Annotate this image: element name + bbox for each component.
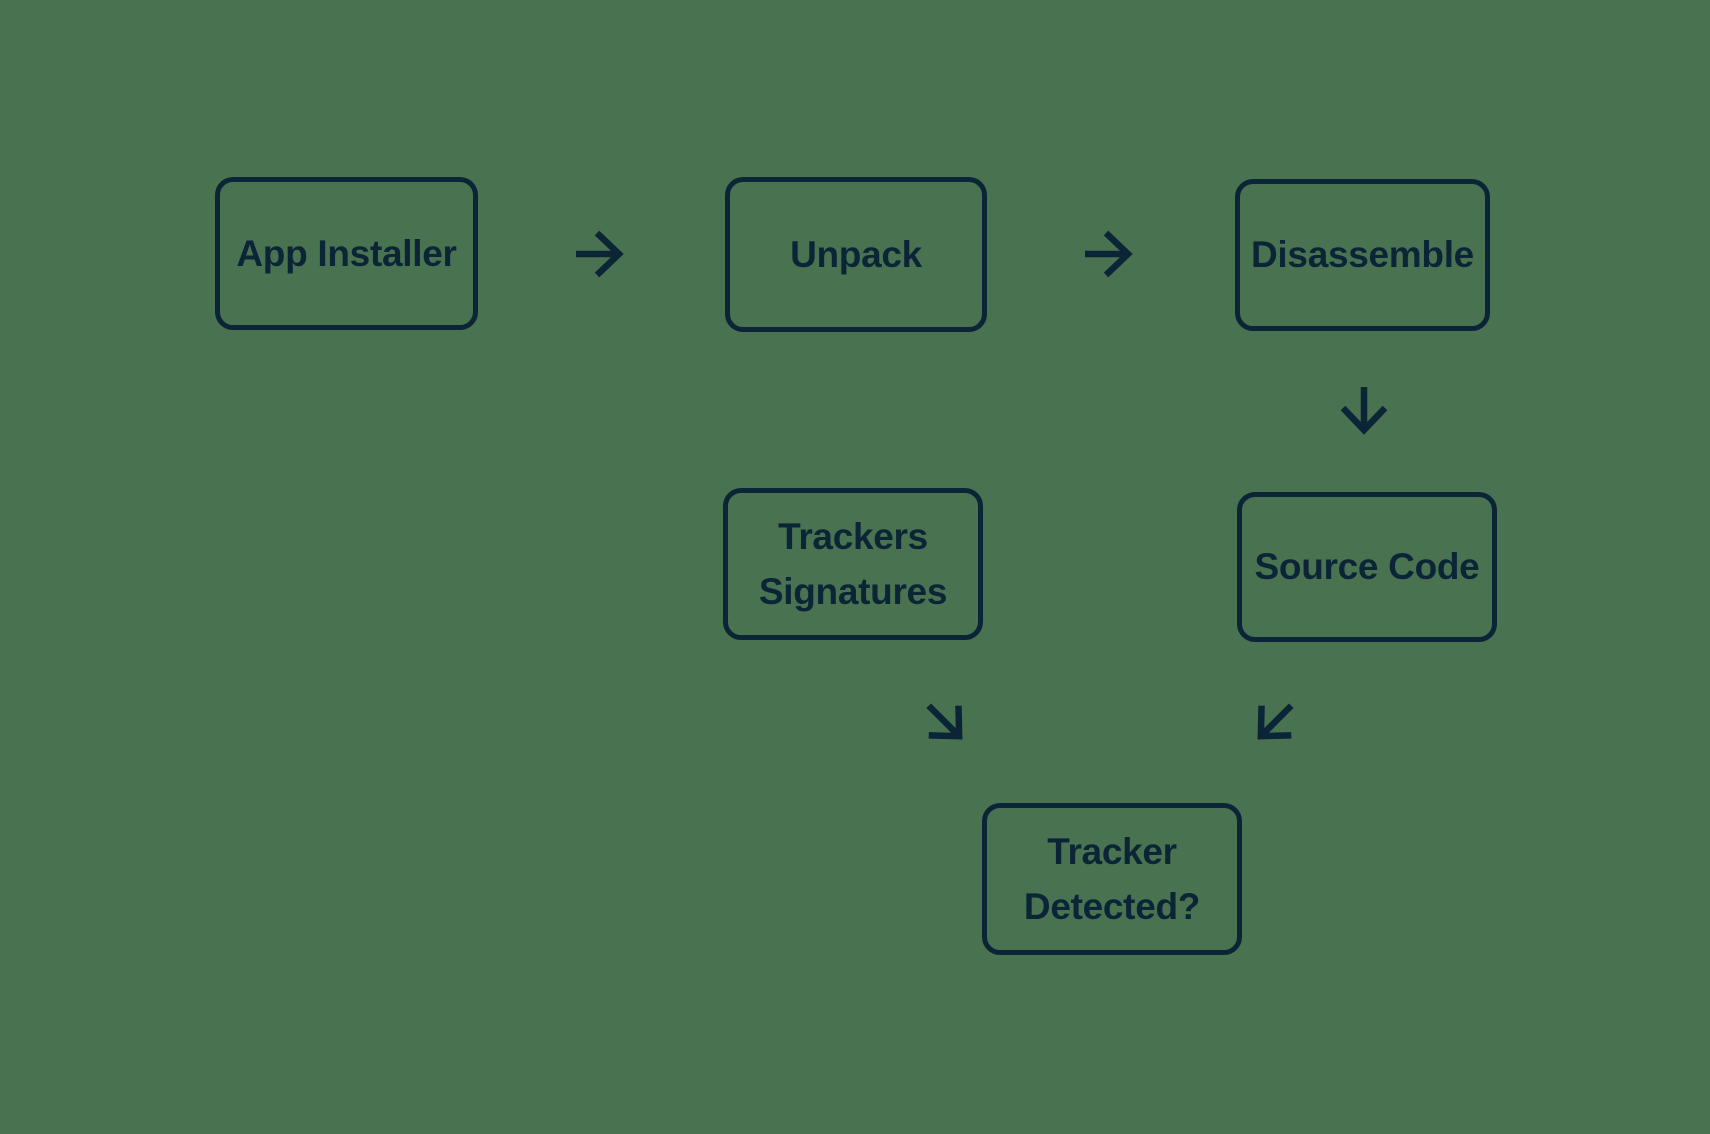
node-tracker-detected: Tracker Detected? xyxy=(982,803,1242,955)
arrow-down-right-icon xyxy=(905,682,984,761)
node-app-installer-label: App Installer xyxy=(236,232,457,274)
node-trackers-signatures-label: Trackers Signatures xyxy=(758,515,948,613)
node-app-installer: App Installer xyxy=(215,177,478,330)
node-unpack-label: Unpack xyxy=(790,233,922,275)
arrow-right-icon xyxy=(571,226,627,282)
node-disassemble-label: Disassemble xyxy=(1251,234,1474,276)
arrow-right-icon xyxy=(1080,226,1136,282)
node-source-code-label: Source Code xyxy=(1254,546,1480,588)
node-unpack: Unpack xyxy=(725,177,987,332)
arrow-down-icon xyxy=(1336,382,1392,438)
node-disassemble: Disassemble xyxy=(1235,179,1490,331)
arrow-down-left-icon xyxy=(1235,682,1314,761)
node-trackers-signatures: Trackers Signatures xyxy=(723,488,983,640)
node-source-code: Source Code xyxy=(1237,492,1497,642)
node-tracker-detected-label: Tracker Detected? xyxy=(1023,830,1201,928)
